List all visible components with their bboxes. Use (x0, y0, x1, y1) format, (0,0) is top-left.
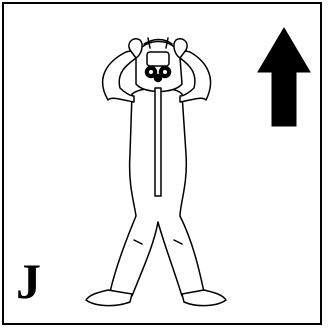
suited-person-hands-on-head-icon (86, 38, 226, 306)
figure-illustration (4, 4, 324, 327)
panel-letter: J (16, 256, 41, 306)
suit-zipper (155, 88, 161, 196)
right-arm (180, 51, 211, 102)
left-boot (86, 290, 132, 306)
arrow-up-icon (258, 28, 310, 126)
face-mask (147, 52, 169, 66)
respirator-center (155, 75, 162, 82)
left-arm (103, 51, 136, 102)
signal-panel: J (2, 2, 322, 325)
right-boot (182, 290, 226, 306)
